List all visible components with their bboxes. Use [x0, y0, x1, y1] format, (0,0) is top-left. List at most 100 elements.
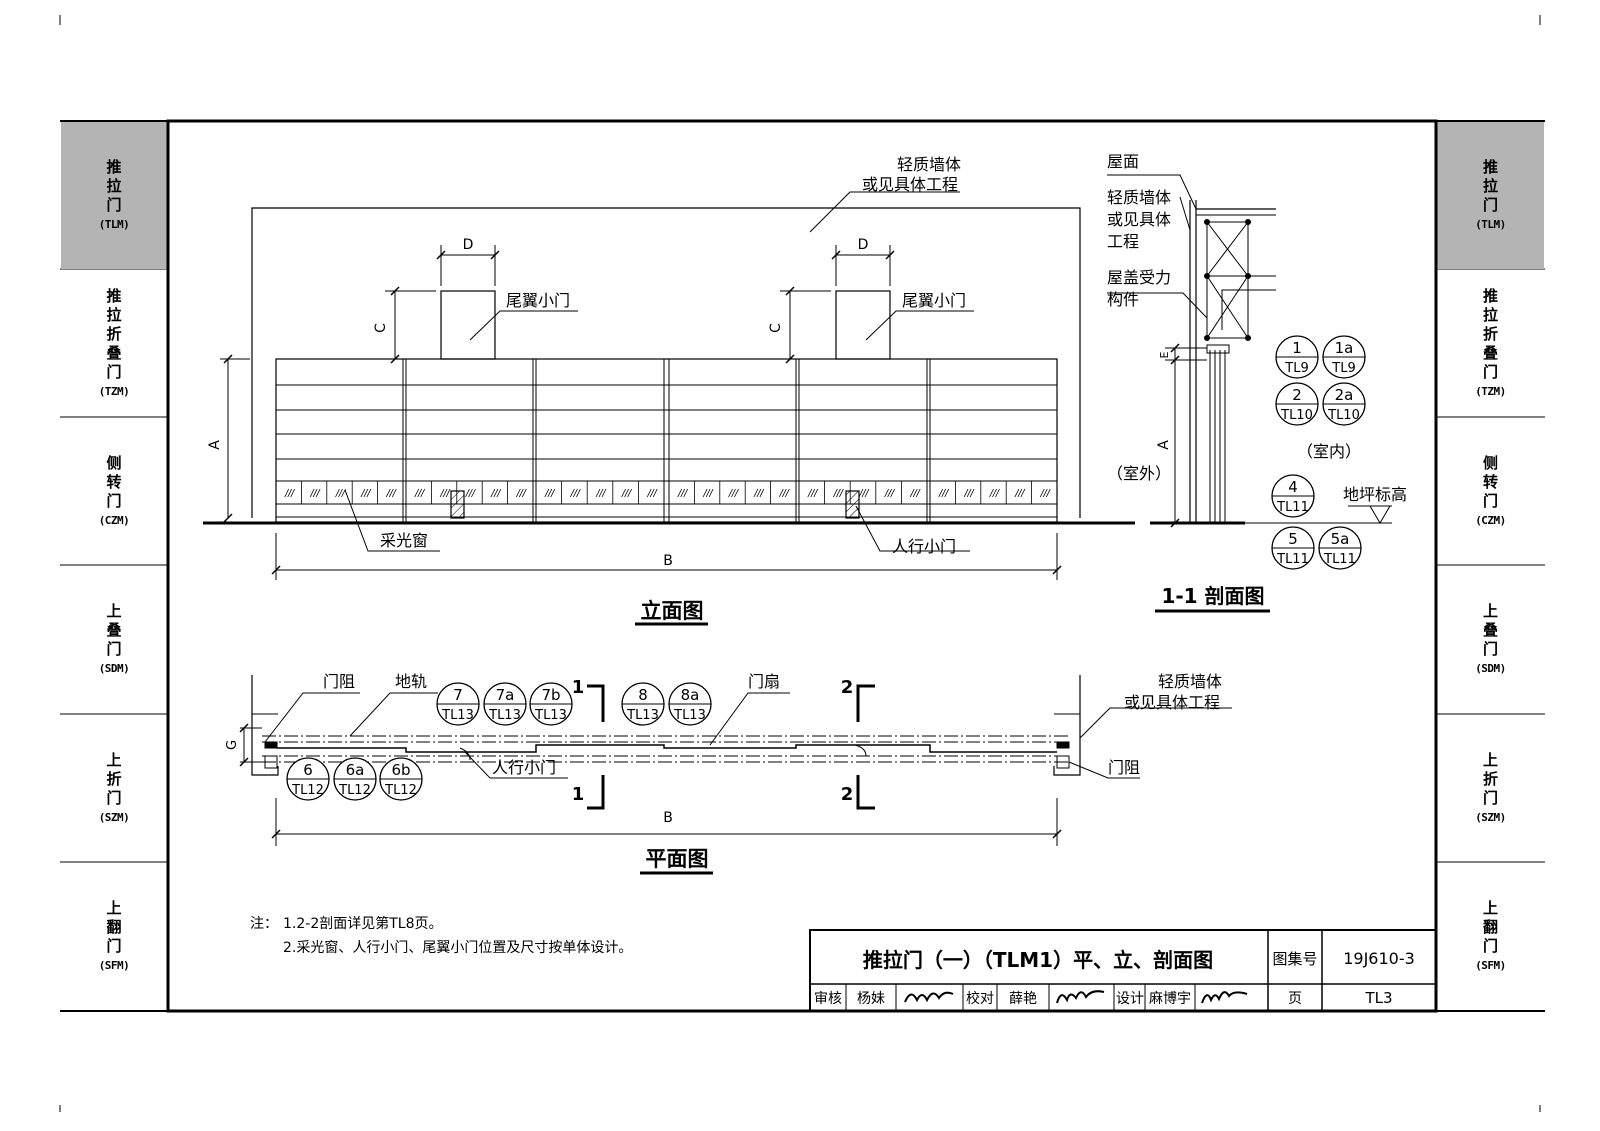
section-wall-label-3: 工程	[1107, 232, 1139, 251]
reviewer-name: 杨妹	[857, 991, 885, 1007]
designer-name: 麻博宇	[1149, 990, 1191, 1007]
plan-dim-g: G	[225, 740, 240, 750]
side-tab-tlm[interactable]: 推拉门(TLM)	[61, 122, 167, 269]
side-tab-code: (TZM)	[98, 384, 130, 398]
side-tab-char: 推	[106, 286, 122, 305]
light-window-row	[275, 481, 1051, 504]
side-tab-sfm[interactable]: 上翻门(SFM)	[61, 863, 167, 1010]
side-tab-code: (SDM)	[1475, 661, 1506, 675]
elev-wall-label-1: 轻质墙体	[897, 155, 961, 174]
side-tab-char: 翻	[106, 917, 122, 936]
main-frame	[166, 119, 1438, 1013]
side-tab-sdm[interactable]: 上叠门 (SDM)	[1437, 566, 1544, 713]
side-tab-char: 门	[1482, 639, 1498, 658]
section-dim-a: A	[1156, 440, 1172, 450]
side-tab-szm[interactable]: 上折门(SZM)	[61, 715, 167, 862]
side-tab-char: 转	[1482, 472, 1498, 491]
plan-detail-ref-top-sheet: TL13	[534, 708, 567, 723]
side-tab-char: 上	[106, 750, 122, 769]
plan-cut-2-top: 2	[841, 677, 854, 698]
side-tab-szm[interactable]: 上折门(SZM)	[1437, 715, 1544, 862]
side-tab-czm[interactable]: 侧转门(CZM)	[61, 418, 167, 565]
side-tab-code: (TLM)	[98, 217, 130, 231]
side-tab-tlm[interactable]: 推拉门(TLM)	[1437, 122, 1544, 269]
side-tab-char: 上	[1482, 601, 1498, 620]
plan-cut-1-top: 1	[572, 677, 585, 698]
plan-detail-ref-bottom-number: 6a	[346, 761, 365, 779]
side-tab-char: 门	[1482, 195, 1498, 214]
plan-ground-track-label: 地轨	[395, 672, 427, 691]
elev-dim-d-left: D	[463, 237, 474, 253]
side-tab-char: 叠	[1482, 620, 1498, 639]
side-tab-tzm[interactable]: 推拉折叠门(TZM)	[61, 270, 167, 417]
side-tab-char: 门	[1482, 788, 1498, 807]
side-tab-char: 折	[106, 324, 122, 343]
elev-dim-c-right: C	[768, 323, 784, 333]
side-tab-char: 推	[1482, 286, 1498, 305]
section-detail-ref-sheet: TL10	[1280, 408, 1313, 423]
review-label: 审核	[814, 991, 842, 1007]
elev-dim-b: B	[663, 553, 673, 569]
side-tab-char: 上	[106, 601, 122, 620]
side-tab-char: 折	[1482, 769, 1498, 788]
section-floor-level-label: 地坪标高	[1343, 485, 1407, 504]
section-title: 1-1 剖面图	[1161, 584, 1264, 608]
section-dim-e: E	[1158, 351, 1171, 358]
plan-detail-ref-bottom-sheet: TL12	[291, 783, 324, 798]
side-tab-char: 门	[106, 639, 122, 658]
side-tab-code: (SDM)	[98, 661, 130, 675]
side-tab-czm[interactable]: 侧转门(CZM)	[1437, 418, 1544, 565]
checker-name: 薛艳	[1009, 991, 1037, 1007]
plan-detail-ref-top-number: 8a	[681, 686, 700, 704]
plan-detail-ref-top-sheet: TL13	[673, 708, 706, 723]
section-detail-ref-number: 2a	[1335, 386, 1354, 404]
side-tab-char: 侧	[1482, 453, 1498, 472]
section-labels: 屋面 轻质墙体 或见具体 工程 屋盖受力 构件 （室外） （室内） 地坪标高 A…	[1107, 152, 1407, 608]
plan-door-leaf-label: 门扇	[748, 672, 780, 691]
side-tab-char: 折	[1482, 324, 1498, 343]
side-tab-code: (TLM)	[1475, 217, 1506, 231]
elevation-view	[203, 191, 1135, 626]
side-tab-sfm[interactable]: 上翻门(SFM)	[1437, 863, 1544, 1010]
side-tab-char: 门	[106, 195, 122, 214]
section-detail-ref-sheet: TL11	[1276, 552, 1309, 567]
plan-detail-ref-bottom-number: 6b	[391, 761, 410, 779]
side-tab-tzm[interactable]: 推拉折叠门(TZM)	[1437, 270, 1544, 417]
designer-signature	[1201, 991, 1248, 1004]
elev-dim-c-left: C	[373, 323, 389, 333]
plan-detail-ref-top-sheet: TL13	[626, 708, 659, 723]
plan-labels: 门阻 地轨 门扇 人行小门 轻质墙体 或见具体工程 门阻 B G 1 1 2 2…	[225, 672, 1222, 871]
side-tab-char: 门	[106, 491, 122, 510]
side-tab-char: 推	[106, 157, 122, 176]
plan-detail-ref-top-number: 7	[453, 686, 463, 704]
plan-door-stop-right-label: 门阻	[1108, 758, 1140, 777]
section-inside-label: （室内）	[1297, 442, 1361, 461]
section-detail-ref-sheet: TL10	[1327, 408, 1360, 423]
checker-signature	[1056, 990, 1105, 1004]
title-block-text: 推拉门（一）（TLM1）平、立、剖面图 图集号 19J610-3 审核 杨妹 校…	[814, 948, 1415, 1007]
plan-cut-1-bottom: 1	[572, 784, 585, 805]
plan-detail-ref-top-sheet: TL13	[488, 708, 521, 723]
section-roof-member-label-1: 屋盖受力	[1107, 268, 1171, 287]
side-tab-char: 叠	[106, 620, 122, 639]
plan-wall-label-1: 轻质墙体	[1158, 672, 1222, 691]
side-tab-char: 拉	[106, 305, 122, 324]
section-detail-ref-number: 5a	[1331, 530, 1350, 548]
section-detail-ref-sheet: TL11	[1276, 500, 1309, 515]
side-tab-code: (SFM)	[98, 958, 130, 972]
section-roof-member-label-2: 构件	[1107, 290, 1139, 309]
check-label: 校对	[966, 990, 994, 1007]
section-detail-ref-number: 1	[1292, 339, 1302, 357]
plan-detail-ref-bottom-number: 6	[303, 761, 313, 779]
side-tab-sdm[interactable]: 上叠门 (SDM)	[61, 566, 167, 713]
elevation-title: 立面图	[641, 599, 704, 623]
section-wall-label-2: 或见具体	[1107, 210, 1171, 229]
